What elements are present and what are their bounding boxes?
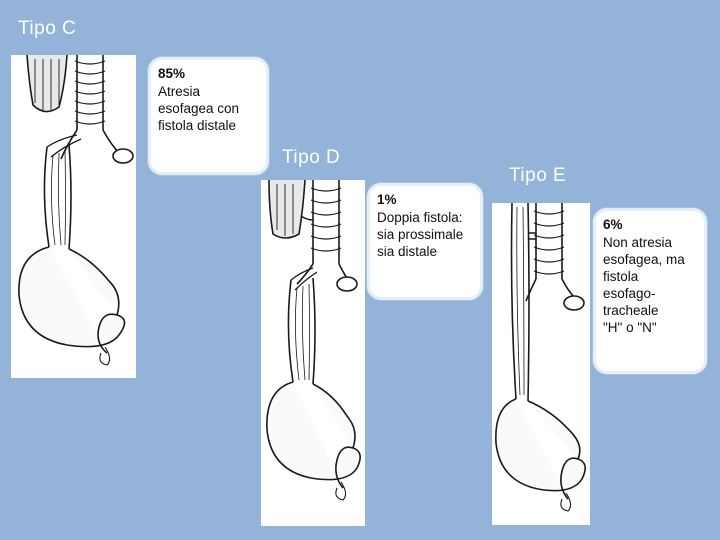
tipo-c-percent: 85%: [158, 65, 260, 82]
tipo-c-description: Atresia esofagea con fistola distale: [158, 83, 260, 134]
tipo-d-callout: 1% Doppia fistola: sia prossimale sia di…: [367, 183, 483, 300]
tipo-d-illustration: [261, 180, 365, 526]
tipo-d-title: Tipo D: [282, 147, 340, 169]
tipo-d-percent: 1%: [377, 191, 474, 208]
tipo-e-callout: 6% Non atresia esofagea, ma fistola esof…: [593, 208, 707, 374]
tipo-e-illustration: [492, 203, 590, 525]
tipo-e-percent: 6%: [603, 216, 698, 233]
tipo-c-title: Tipo C: [18, 18, 76, 40]
tipo-e-description: Non atresia esofagea, ma fistola esofago…: [603, 234, 698, 336]
tipo-d-description: Doppia fistola: sia prossimale sia dista…: [377, 209, 474, 260]
tipo-c-callout: 85% Atresia esofagea con fistola distale: [148, 57, 269, 175]
tipo-c-illustration: [11, 55, 136, 378]
tipo-e-title: Tipo E: [509, 165, 566, 187]
